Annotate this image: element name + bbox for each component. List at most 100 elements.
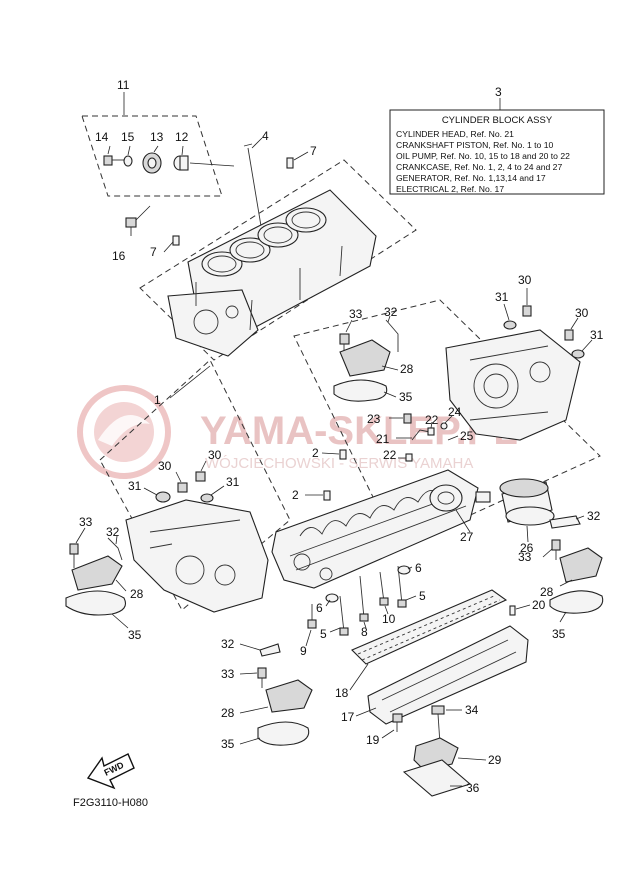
dowel-pin-7-lower	[163, 235, 180, 253]
callout-13: 13	[150, 130, 164, 144]
bolt-30-right-a	[522, 288, 532, 317]
callout-25: 25	[460, 429, 474, 443]
dowel-pin-7-upper	[286, 151, 309, 169]
washer-31-right-b	[571, 339, 593, 359]
callout-24: 24	[448, 405, 462, 419]
callout-22-b: 22	[383, 448, 397, 462]
watermark-logo	[77, 385, 171, 479]
legend-title: CYLINDER BLOCK ASSY	[442, 115, 553, 126]
callout-21: 21	[376, 432, 390, 446]
callout-labels: 3 11 14 15 13 12 4 7 16 7 1 30 31 30 31 …	[79, 78, 604, 795]
callout-35-left: 35	[128, 628, 142, 642]
legend-line: OIL PUMP, Ref. No. 10, 15 to 18 and 20 t…	[396, 151, 570, 161]
dowel-pin-20	[509, 604, 531, 616]
seal-13	[142, 152, 162, 174]
engine-mount-lower-left	[239, 643, 313, 746]
legend-line: CRANKSHAFT PISTON, Ref. No. 1 to 10	[396, 140, 554, 150]
callout-32-bottom: 32	[221, 637, 235, 651]
callout-9: 9	[300, 644, 307, 658]
callout-19: 19	[366, 733, 380, 747]
oil-pan-17	[355, 625, 529, 725]
callout-30-left-b: 30	[208, 448, 222, 462]
bolt-30-right-b	[564, 317, 579, 341]
legend-line: ELECTRICAL 2, Ref. No. 17	[396, 184, 504, 194]
callout-20: 20	[532, 598, 546, 612]
callout-23: 23	[367, 412, 381, 426]
callout-28-right: 28	[540, 585, 554, 599]
crankcase-right-outline	[293, 299, 601, 549]
callout-33-right: 33	[518, 550, 532, 564]
callout-5-right: 5	[419, 589, 426, 603]
legend-box: CYLINDER BLOCK ASSY CYLINDER HEAD, Ref. …	[389, 98, 605, 195]
callout-26: 26	[520, 541, 534, 555]
crankcase-lower	[271, 469, 479, 589]
callout-32-upper: 32	[384, 305, 398, 319]
dowel-pin-2-a	[321, 449, 347, 460]
callout-28-bottom: 28	[221, 706, 235, 720]
callout-6-left: 6	[316, 601, 323, 615]
diagram-code: F2G3110-H080	[73, 797, 148, 809]
callout-35-upper: 35	[399, 390, 413, 404]
callout-4: 4	[262, 129, 269, 143]
callout-33-bottom: 33	[221, 667, 235, 681]
engine-mount-lower-right	[542, 515, 604, 623]
callout-7-upper: 7	[310, 144, 317, 158]
callout-32-right: 32	[587, 509, 601, 523]
legend-line: CYLINDER HEAD, Ref. No. 21	[396, 129, 514, 139]
forward-arrow-icon: FWD	[86, 753, 135, 790]
callout-33-upper: 33	[349, 307, 363, 321]
stud-bolt-4	[243, 137, 263, 233]
engine-mount-upper-right	[333, 315, 399, 402]
cylinder-block	[139, 159, 417, 361]
oil-filter-26	[499, 478, 555, 543]
callout-5-left: 5	[320, 627, 327, 641]
engine-mount-left	[65, 527, 129, 629]
callout-34: 34	[465, 703, 479, 717]
washer-31-left-a	[143, 487, 171, 503]
callout-18: 18	[335, 686, 349, 700]
callout-30-right-b: 30	[575, 306, 589, 320]
oil-filter-adapter-27	[429, 484, 491, 533]
callout-30-left-a: 30	[158, 459, 172, 473]
callout-2-a: 2	[312, 446, 319, 460]
oil-pan-gasket-18	[349, 589, 508, 691]
bolt-30-left-b	[195, 460, 207, 482]
bracket-assembly	[402, 705, 487, 797]
callout-2-b: 2	[292, 488, 299, 502]
callout-30-right-a: 30	[518, 273, 532, 287]
callout-33-left: 33	[79, 515, 93, 529]
sensor-parts	[389, 413, 459, 462]
bolt-19	[381, 713, 403, 739]
callout-28-left: 28	[130, 587, 144, 601]
callout-7-lower: 7	[150, 245, 157, 259]
callout-32-left: 32	[106, 525, 120, 539]
callout-22-a: 22	[425, 413, 439, 427]
bolt-30-left-a	[175, 471, 188, 493]
cap-12	[173, 155, 189, 171]
callout-8: 8	[361, 625, 368, 639]
callout-29: 29	[488, 753, 502, 767]
callout-17: 17	[341, 710, 355, 724]
legend-line: GENERATOR, Ref. No. 1,13,14 and 17	[396, 173, 546, 183]
callout-10: 10	[382, 612, 396, 626]
legend-line: CRANKCASE, Ref. No. 1, 2, 4 to 24 and 27	[396, 162, 562, 172]
callout-35-bottom: 35	[221, 737, 235, 751]
callout-16: 16	[112, 249, 126, 263]
callout-31-right-b: 31	[590, 328, 604, 342]
callout-11: 11	[117, 78, 130, 92]
callout-36: 36	[466, 781, 480, 795]
callout-14: 14	[95, 130, 109, 144]
group-11-outline	[81, 115, 223, 197]
callout-12: 12	[175, 130, 189, 144]
generator-cover	[125, 499, 269, 613]
callout-3: 3	[495, 85, 502, 99]
callout-15: 15	[121, 130, 135, 144]
bolt-16	[125, 205, 151, 236]
callout-28-upper: 28	[400, 362, 414, 376]
callout-35-right: 35	[552, 627, 566, 641]
cap-assembly-group	[81, 92, 235, 197]
callout-1: 1	[154, 393, 161, 407]
watermark-sub-text: WÓJCIECHOWSKI - SERWIS YAMAHA	[205, 455, 473, 472]
callout-31-left-b: 31	[226, 475, 240, 489]
